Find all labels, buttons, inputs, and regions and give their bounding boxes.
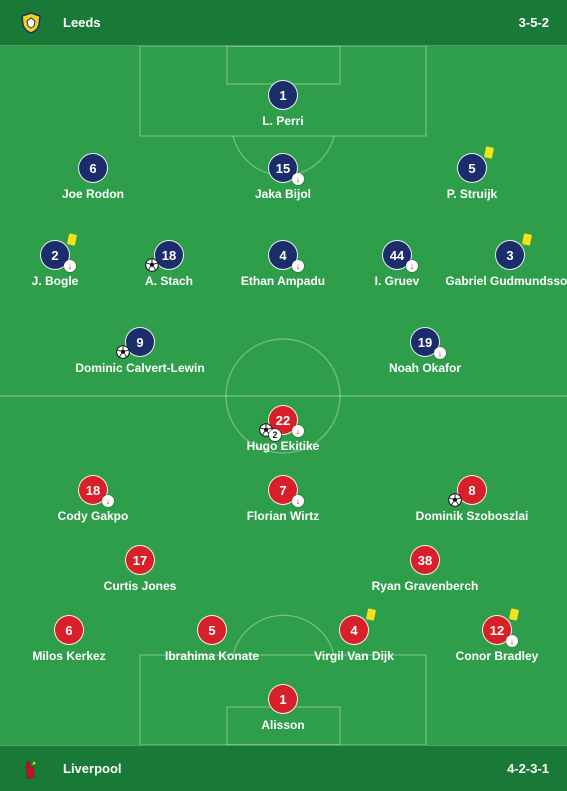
player-name: Curtis Jones	[103, 579, 177, 593]
home-player-i-gruev[interactable]: 44↓I. Gruev	[322, 240, 472, 290]
substitution-arrow-icon: ↓	[506, 635, 518, 647]
home-player-noah-okafor[interactable]: 19↓Noah Okafor	[350, 327, 500, 377]
player-name: P. Struijk	[446, 187, 498, 201]
player-name: Virgil Van Dijk	[314, 649, 394, 663]
liverpool-crest-icon	[25, 760, 36, 778]
player-name: Dominik Szoboszlai	[415, 509, 529, 523]
player-name: Conor Bradley	[455, 649, 539, 663]
player-number: 5	[197, 615, 227, 645]
player-name: Dominic Calvert-Lewin	[75, 361, 205, 375]
away-team-bar[interactable]: Liverpool 4-2-3-1	[0, 745, 567, 791]
ball-icon	[448, 493, 462, 507]
ball-icon	[116, 345, 130, 359]
home-team-name: Leeds	[63, 15, 101, 30]
player-name: Noah Okafor	[388, 361, 461, 375]
player-number: 6	[54, 615, 84, 645]
substitution-arrow-icon: ↓	[434, 347, 446, 359]
home-player-jaka-bijol[interactable]: 15↓Jaka Bijol	[208, 153, 358, 203]
player-number: 18	[154, 240, 184, 270]
player-name: Ibrahima Konate	[164, 649, 260, 663]
player-number: 1	[268, 80, 298, 110]
substitution-arrow-icon: ↓	[292, 260, 304, 272]
home-formation: 3-5-2	[518, 15, 549, 30]
leeds-crest-icon	[21, 11, 41, 34]
player-name: Gabriel Gudmundsson	[445, 274, 567, 288]
player-number: 8	[457, 475, 487, 505]
player-name: Hugo Ekitike	[246, 439, 320, 453]
player-number: 17	[125, 545, 155, 575]
player-number: 9	[125, 327, 155, 357]
yellow-card-icon	[483, 146, 495, 159]
player-number: 44	[382, 240, 412, 270]
home-player-ethan-ampadu[interactable]: 4↓Ethan Ampadu	[208, 240, 358, 290]
goal-count-badge: 2	[269, 429, 281, 441]
substitution-arrow-icon: ↓	[406, 260, 418, 272]
home-player-p-struijk[interactable]: 5 P. Struijk	[397, 146, 547, 203]
yellow-card-icon	[508, 608, 520, 621]
substitution-arrow-icon: ↓	[292, 495, 304, 507]
player-name: Milos Kerkez	[32, 649, 106, 663]
substitution-arrow-icon: ↓	[292, 425, 304, 437]
player-number: 6	[78, 153, 108, 183]
player-name: Alisson	[261, 718, 305, 732]
away-player-florian-wirtz[interactable]: 7↓ Florian Wirtz	[208, 475, 358, 525]
away-team-name: Liverpool	[63, 761, 122, 776]
away-player-cody-gakpo[interactable]: 18↓ Cody Gakpo	[18, 475, 168, 525]
player-name: Cody Gakpo	[57, 509, 129, 523]
pitch-lines	[0, 46, 567, 745]
home-player-l-perri[interactable]: 1 L. Perri	[208, 80, 358, 130]
player-number: 18	[78, 475, 108, 505]
player-name: Jaka Bijol	[254, 187, 312, 201]
ball-icon	[145, 258, 159, 272]
yellow-card-icon	[66, 233, 78, 246]
home-player-j-bogle[interactable]: 2↓J. Bogle	[0, 233, 130, 290]
player-number: 38	[410, 545, 440, 575]
substitution-arrow-icon: ↓	[292, 173, 304, 185]
player-number: 5	[457, 153, 487, 183]
player-name: Ryan Gravenberch	[371, 579, 479, 593]
away-formation: 4-2-3-1	[507, 761, 549, 776]
player-number: 7	[268, 475, 298, 505]
substitution-arrow-icon: ↓	[64, 260, 76, 272]
away-player-conor-bradley[interactable]: 12↓Conor Bradley	[422, 608, 567, 665]
player-number: 3	[495, 240, 525, 270]
yellow-card-icon	[365, 608, 377, 621]
substitution-arrow-icon: ↓	[102, 495, 114, 507]
player-name: L. Perri	[262, 114, 304, 128]
home-team-bar[interactable]: Leeds 3-5-2	[0, 0, 567, 46]
player-number: 4	[339, 615, 369, 645]
player-name: Joe Rodon	[62, 187, 124, 201]
player-name: Florian Wirtz	[246, 509, 320, 523]
player-number: 1	[268, 684, 298, 714]
yellow-card-icon	[521, 233, 533, 246]
